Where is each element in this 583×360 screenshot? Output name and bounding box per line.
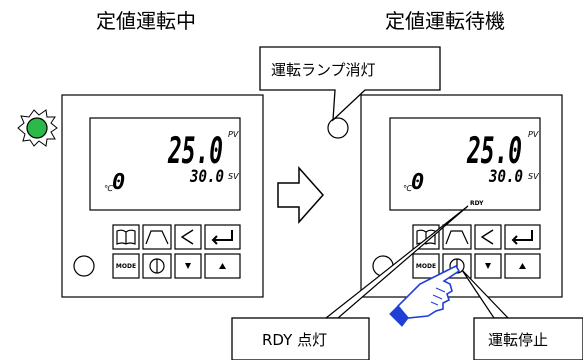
pv-label-right: PV xyxy=(528,130,539,139)
controller-left: 25.0 PV ℃ 0 30.0 SV MODE xyxy=(61,94,264,298)
callout-rdy-on: RDY 点灯 xyxy=(231,205,469,360)
run-lamp-on xyxy=(17,109,58,147)
run-lamp-off-left xyxy=(73,255,95,277)
callout-run-stop-box xyxy=(473,317,583,360)
enter-button-right[interactable] xyxy=(504,224,541,250)
callout-lamp-off-box xyxy=(259,46,441,122)
down-button-left[interactable] xyxy=(174,253,202,279)
hand-pointer-cuff xyxy=(389,305,409,327)
triangle-up-icon xyxy=(519,263,526,269)
pv-value-right: 25.0 xyxy=(466,131,522,172)
pv-label-left: PV xyxy=(228,130,239,139)
callout-run-stop: 運転停止 xyxy=(461,269,583,360)
title-right: 定値運転待機 xyxy=(385,9,505,33)
mode-button-label-left: MODE xyxy=(116,263,136,270)
run-lamp-off-indicator xyxy=(327,117,349,139)
ramp-icon xyxy=(145,230,169,245)
sv-label-left: SV xyxy=(228,172,239,181)
title-left: 定値運転中 xyxy=(96,9,196,33)
enter-icon xyxy=(511,230,533,245)
display-left xyxy=(89,117,241,211)
callout-lamp-off-text: 運転ランプ消灯 xyxy=(271,61,376,79)
hand-pointer-icon xyxy=(389,264,461,327)
chevron-left-icon xyxy=(480,229,494,245)
enter-button-left[interactable] xyxy=(204,224,241,250)
transition-arrow xyxy=(277,166,325,224)
callout-rdy-text: RDY 点灯 xyxy=(262,331,327,349)
ramp-icon xyxy=(445,230,469,245)
back-button-right[interactable] xyxy=(474,224,502,250)
chevron-left-icon xyxy=(180,229,194,245)
unit-right: ℃ xyxy=(403,184,413,193)
program-button-right[interactable] xyxy=(442,224,472,250)
display-right xyxy=(389,117,541,211)
pv-value-left: 25.0 xyxy=(167,131,223,172)
mode-button-label-right: MODE xyxy=(416,263,436,270)
triangle-down-icon xyxy=(485,263,491,269)
mode-button-left[interactable] xyxy=(112,253,140,279)
callout-run-stop-text: 運転停止 xyxy=(488,331,548,349)
sv-label-right: SV xyxy=(528,172,539,181)
triangle-up-icon xyxy=(219,263,226,269)
program-button-left[interactable] xyxy=(142,224,172,250)
mode-button-right[interactable] xyxy=(412,253,440,279)
back-button-left[interactable] xyxy=(174,224,202,250)
unit-left: ℃ xyxy=(104,184,114,193)
step-right: 0 xyxy=(411,170,424,195)
hand-pointer-outline xyxy=(396,264,461,319)
sv-value-left: 30.0 xyxy=(189,167,224,187)
callout-rdy-box xyxy=(231,317,370,360)
sv-value-right: 30.0 xyxy=(488,167,523,187)
callout-lamp-off: 運転ランプ消灯 xyxy=(259,46,441,122)
enter-icon xyxy=(211,230,233,245)
run-lamp-on-indicator xyxy=(26,117,48,139)
triangle-down-icon xyxy=(185,263,191,269)
book-icon xyxy=(116,229,136,245)
rdy-indicator: RDY xyxy=(470,200,484,207)
step-left: 0 xyxy=(112,170,125,195)
